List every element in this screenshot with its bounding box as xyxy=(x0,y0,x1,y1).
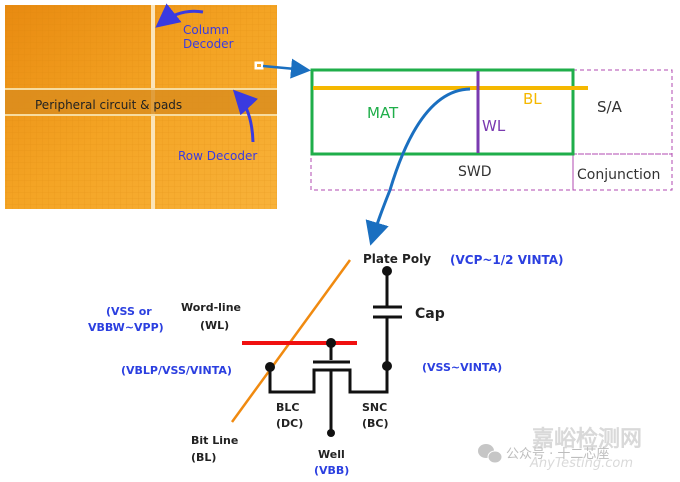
bl-label: BL xyxy=(523,90,542,108)
wechat-icon xyxy=(478,444,503,464)
wordline-voltage-label: (VSS or xyxy=(106,305,152,318)
transistor-channel xyxy=(268,366,389,394)
sa-label: S/A xyxy=(597,98,623,116)
column-decoder-label: Column xyxy=(183,23,229,37)
bitline-contact xyxy=(265,362,275,372)
plate-voltage-label: (VCP~1/2 VINTA) xyxy=(450,253,564,267)
cell-schematic: Plate Poly (VCP~1/2 VINTA) Cap (VSS or V… xyxy=(88,252,564,477)
well-voltage-label: (VBB) xyxy=(314,464,349,477)
sa-block xyxy=(572,69,673,155)
sn-voltage-label: (VSS~VINTA) xyxy=(422,361,502,374)
blc-label: BLC xyxy=(276,401,299,414)
die-photo: Column Decoder Peripheral circuit & pads… xyxy=(5,3,277,209)
wordline-label-2: (WL) xyxy=(200,319,229,332)
row-decoder-arrow xyxy=(232,89,259,143)
wordline-label: Word-line xyxy=(181,301,241,314)
bitline-label-2: (BL) xyxy=(191,451,216,464)
block-diagram: MAT BL WL S/A SWD Conjunction xyxy=(310,68,673,246)
snc-label-2: (BC) xyxy=(362,417,389,430)
bitline-voltage-label: (VBLP/VSS/VINTA) xyxy=(121,364,232,377)
cap-label: Cap xyxy=(415,306,445,322)
conjunction-block xyxy=(572,153,673,191)
blc-label-2: (DC) xyxy=(276,417,303,430)
wordline-voltage-label-2: VBBW~VPP) xyxy=(88,321,164,334)
mat-label: MAT xyxy=(367,104,399,122)
zoom-arrow xyxy=(262,58,311,79)
cell-pointer-arrow xyxy=(365,87,471,246)
conjunction-label: Conjunction xyxy=(577,167,660,183)
watermark-brand-en: AnyTesting.com xyxy=(529,456,633,471)
watermark: 嘉峪检测网 AnyTesting.com 公众号 · 十二芯座 xyxy=(478,426,642,471)
swd-label: SWD xyxy=(458,164,492,180)
mat-block xyxy=(310,68,575,156)
row-decoder-label: Row Decoder xyxy=(178,149,257,163)
peripheral-strip xyxy=(5,88,277,116)
watermark-brand-cn: 嘉峪检测网 xyxy=(532,426,642,452)
plate-poly-label: Plate Poly xyxy=(363,252,431,266)
column-decoder-arrow xyxy=(155,3,204,28)
peripheral-label: Peripheral circuit & pads xyxy=(35,98,182,112)
bitline-label: Bit Line xyxy=(191,434,238,447)
column-decoder-label-2: Decoder xyxy=(183,37,234,51)
plate-poly-node xyxy=(382,266,392,276)
well-contact xyxy=(327,429,335,437)
well-label: Well xyxy=(318,448,345,461)
wl-label: WL xyxy=(482,117,506,135)
snc-label: SNC xyxy=(362,401,387,414)
watermark-source: 公众号 · 十二芯座 xyxy=(506,447,609,462)
swd-block xyxy=(310,153,574,191)
